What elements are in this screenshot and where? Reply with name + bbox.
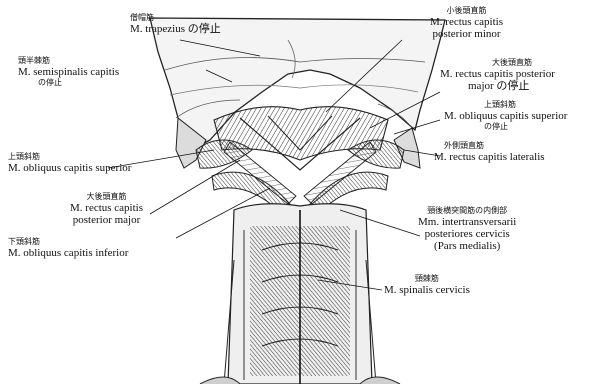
- label-obliquus-sup-right: 上頭斜筋 M. obliquus capitis superior の停止: [444, 100, 567, 132]
- label-obliquus-sup-right-latin2: の停止: [444, 122, 567, 132]
- label-spinalis-latin: M. spinalis cervicis: [384, 284, 470, 296]
- label-rect-post-major-right-latin1: M. rectus capitis posterior: [440, 68, 555, 80]
- label-semispinalis-note: の停止: [18, 78, 119, 88]
- label-intertransversarii-jp: 頸後横突間筋の内側部: [418, 206, 516, 216]
- label-rect-post-minor-latin2: posterior minor: [430, 28, 503, 40]
- label-rect-post-major-left-jp: 大後頭直筋: [70, 192, 143, 202]
- label-rect-post-major-right-latin2: major の停止: [440, 80, 555, 92]
- label-obliquus-sup-right-jp: 上頭斜筋: [444, 100, 567, 110]
- label-obliquus-sup-right-latin1: M. obliquus capitis superior: [444, 110, 567, 122]
- label-rect-post-major-left-latin2: posterior major: [70, 214, 143, 226]
- label-spinalis: 頸棘筋 M. spinalis cervicis: [384, 274, 470, 296]
- label-rect-lateralis: 外側頭直筋 M. rectus capitis lateralis: [434, 141, 545, 163]
- label-semispinalis-jp: 頭半棘筋: [18, 56, 119, 66]
- label-obliquus-inf-latin: M. obliquus capitis inferior: [8, 247, 128, 259]
- label-obliquus-sup-left-latin: M. obliquus capitis superior: [8, 162, 131, 174]
- label-rect-lateralis-latin: M. rectus capitis lateralis: [434, 151, 545, 163]
- label-semispinalis: 頭半棘筋 M. semispinalis capitis の停止: [18, 56, 119, 88]
- label-rect-post-minor-latin1: M. rectus capitis: [430, 16, 503, 28]
- label-rect-post-major-right-jp: 大後頭直筋: [440, 58, 555, 68]
- label-rect-lateralis-jp: 外側頭直筋: [434, 141, 545, 151]
- label-rect-post-major-left-latin1: M. rectus capitis: [70, 202, 143, 214]
- label-rect-post-minor: 小後頭直筋 M. rectus capitis posterior minor: [430, 6, 503, 40]
- label-spinalis-jp: 頸棘筋: [384, 274, 470, 284]
- label-intertransversarii: 頸後横突間筋の内側部 Mm. intertransversarii poster…: [418, 206, 516, 252]
- label-trapezius-latin: M. trapezius の停止: [130, 23, 221, 35]
- label-obliquus-inf-jp: 下頭斜筋: [8, 237, 128, 247]
- label-rect-post-minor-jp: 小後頭直筋: [430, 6, 503, 16]
- label-intertransversarii-latin3: (Pars medialis): [418, 240, 516, 252]
- label-rect-post-major-right: 大後頭直筋 M. rectus capitis posterior major …: [440, 58, 555, 92]
- label-rect-post-major-left: 大後頭直筋 M. rectus capitis posterior major: [70, 192, 143, 226]
- label-semispinalis-latin: M. semispinalis capitis: [18, 66, 119, 78]
- suboccipital-muscles: [196, 107, 404, 218]
- label-obliquus-sup-left: 上頭斜筋 M. obliquus capitis superior: [8, 152, 131, 174]
- label-obliquus-inf: 下頭斜筋 M. obliquus capitis inferior: [8, 237, 128, 259]
- label-intertransversarii-latin1: Mm. intertransversarii: [418, 216, 516, 228]
- cervical-column: [200, 204, 400, 384]
- label-trapezius: 僧帽筋 M. trapezius の停止: [130, 13, 221, 35]
- label-obliquus-sup-left-jp: 上頭斜筋: [8, 152, 131, 162]
- label-intertransversarii-latin2: posteriores cervicis: [418, 228, 516, 240]
- label-trapezius-jp: 僧帽筋: [130, 13, 221, 23]
